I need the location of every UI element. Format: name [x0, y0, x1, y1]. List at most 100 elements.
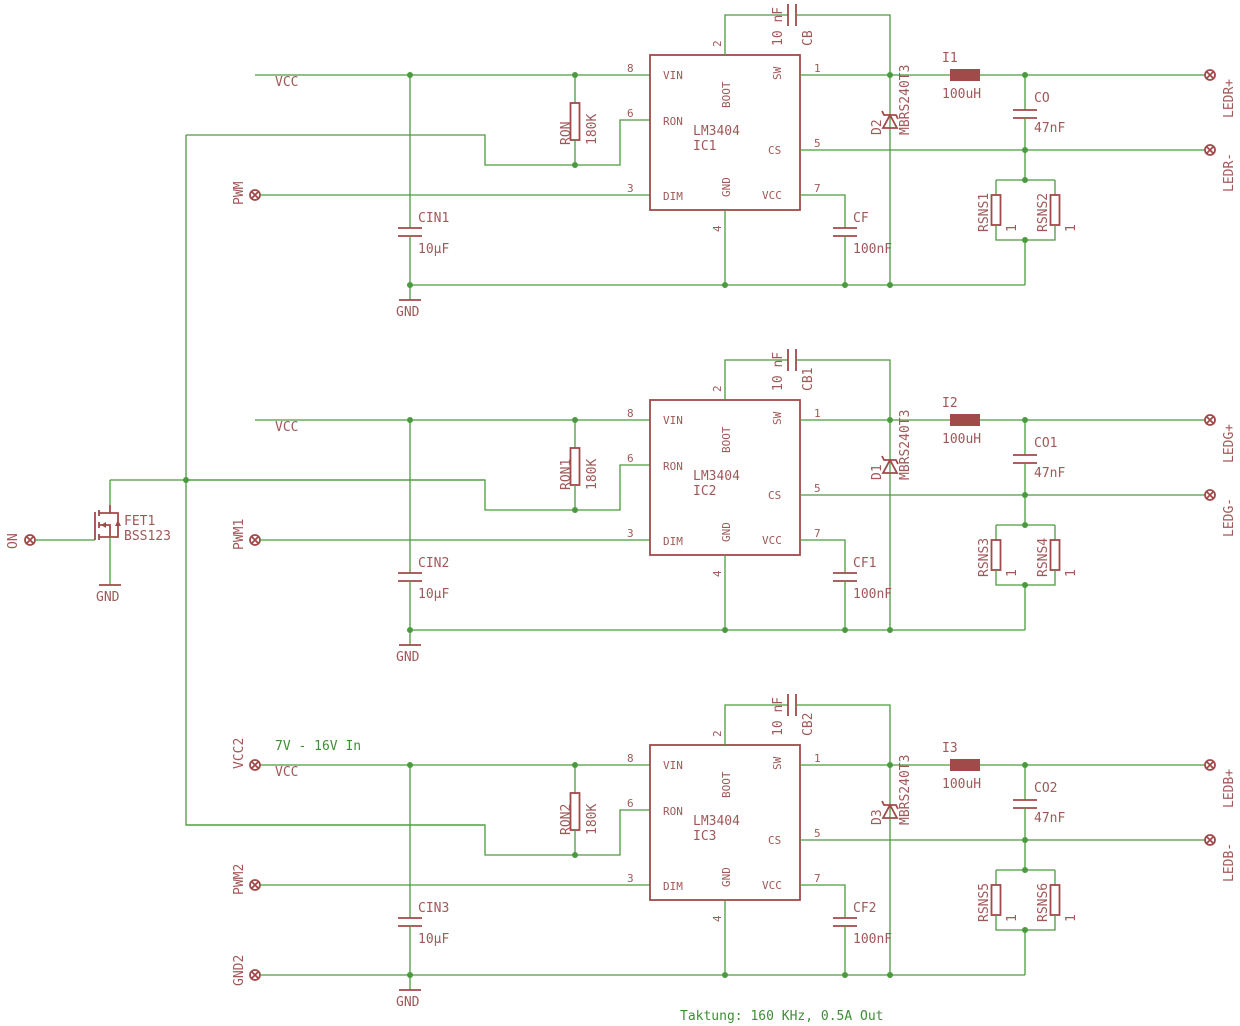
output-capacitor [1013, 799, 1037, 809]
pin-number: 7 [814, 182, 821, 195]
ron-value: 180K [585, 459, 600, 490]
inductor-value: 100uH [942, 87, 981, 102]
ron-label: RON [559, 122, 574, 145]
vcc-net-label: VCC [275, 765, 298, 780]
pin-gnd-label: GND [720, 177, 733, 197]
vcc-net-label: VCC [275, 420, 298, 435]
pin-boot-label: BOOT [720, 771, 733, 798]
rsns-a-value: 1 [1005, 224, 1020, 232]
junction-dot [722, 972, 728, 978]
junction-dot [842, 627, 848, 633]
junction-dot [887, 762, 893, 768]
pin-number: 2 [711, 385, 724, 392]
schottky-diode [881, 455, 899, 474]
inductor-label: I1 [942, 51, 958, 66]
co-value: 47nF [1034, 811, 1065, 826]
vcc2-port-label: VCC2 [232, 738, 247, 769]
pin-number: 5 [814, 137, 821, 150]
sense-resistor-b [1049, 884, 1061, 916]
junction-dot [572, 72, 578, 78]
junction-dot [722, 282, 728, 288]
co-value: 47nF [1034, 466, 1065, 481]
led-plus-port[interactable] [1204, 69, 1216, 81]
boot-capacitor [787, 349, 797, 371]
rsns-b-label: RSNS4 [1036, 538, 1051, 577]
pin-number: 3 [627, 872, 634, 885]
pwm-port[interactable] [249, 534, 261, 546]
cb-label: CB2 [801, 713, 816, 736]
ron-value: 180K [585, 804, 600, 835]
on-port-label: ON [6, 533, 21, 549]
rsns-b-value: 1 [1064, 224, 1079, 232]
schottky-diode [881, 110, 899, 129]
junction-dot [407, 72, 413, 78]
led-minus-port[interactable] [1204, 834, 1216, 846]
diode-value: MBRS240T3 [898, 755, 913, 825]
junction-dot [1022, 177, 1028, 183]
fet-name-label: FET1 [124, 514, 155, 529]
pin-number: 1 [814, 62, 821, 75]
pin-gnd-label: GND [720, 867, 733, 887]
pwm-port[interactable] [249, 189, 261, 201]
inductor-value: 100uH [942, 432, 981, 447]
pin-number: 5 [814, 482, 821, 495]
junction-dot [1022, 867, 1028, 873]
diode-value: MBRS240T3 [898, 65, 913, 135]
ron-label: RON2 [559, 804, 574, 835]
inductor-label: I2 [942, 396, 958, 411]
vcc-capacitor [833, 227, 857, 237]
pin-ron-label: RON [663, 805, 683, 818]
cf-value: 100nF [853, 242, 892, 257]
gnd2-port-label: GND2 [232, 955, 247, 986]
cb-value: 10 nF [771, 697, 786, 736]
pin-number: 5 [814, 827, 821, 840]
vcc2-port[interactable] [249, 759, 261, 771]
co-label: CO1 [1034, 436, 1057, 451]
schottky-diode [881, 800, 899, 819]
junction-dot [842, 972, 848, 978]
gnd2-port[interactable] [249, 969, 261, 981]
pin-vin-label: VIN [663, 759, 683, 772]
junction-dot [722, 627, 728, 633]
pwm-port[interactable] [249, 879, 261, 891]
led-plus-label: LEDR+ [1222, 79, 1237, 118]
led-minus-port[interactable] [1204, 489, 1216, 501]
cf-value: 100nF [853, 932, 892, 947]
led-plus-port[interactable] [1204, 414, 1216, 426]
pin-number: 6 [627, 797, 634, 810]
inductor [950, 759, 980, 771]
pin-ron-label: RON [663, 460, 683, 473]
led-minus-port[interactable] [1204, 144, 1216, 156]
ground-symbol: GND [96, 584, 121, 605]
junction-dot [1022, 492, 1028, 498]
sense-resistor-b [1049, 194, 1061, 226]
pin-number: 6 [627, 107, 634, 120]
junction-dot [183, 477, 189, 483]
pwm-port-label: PWM1 [232, 519, 247, 550]
inductor-value: 100uH [942, 777, 981, 792]
co-value: 47nF [1034, 121, 1065, 136]
input-capacitor [398, 917, 422, 927]
pin-number: 2 [711, 40, 724, 47]
cin-value: 10µF [418, 242, 449, 257]
cb-value: 10 nF [771, 352, 786, 391]
ron-label: RON1 [559, 459, 574, 490]
junction-dot [887, 627, 893, 633]
pin-number: 4 [711, 915, 724, 922]
pin-number: 1 [814, 407, 821, 420]
footer-note: Taktung: 160 KHz, 0.5A Out [680, 1009, 884, 1024]
ic-value-label: LM3404 [693, 124, 740, 139]
pin-number: 7 [814, 872, 821, 885]
ground-symbol: GND [396, 299, 421, 320]
led-plus-port[interactable] [1204, 759, 1216, 771]
on-port[interactable] [24, 534, 36, 546]
ground-label: GND [96, 590, 120, 605]
junction-dot [842, 282, 848, 288]
co-label: CO [1034, 91, 1050, 106]
pin-dim-label: DIM [663, 880, 683, 893]
junction-dot [887, 417, 893, 423]
